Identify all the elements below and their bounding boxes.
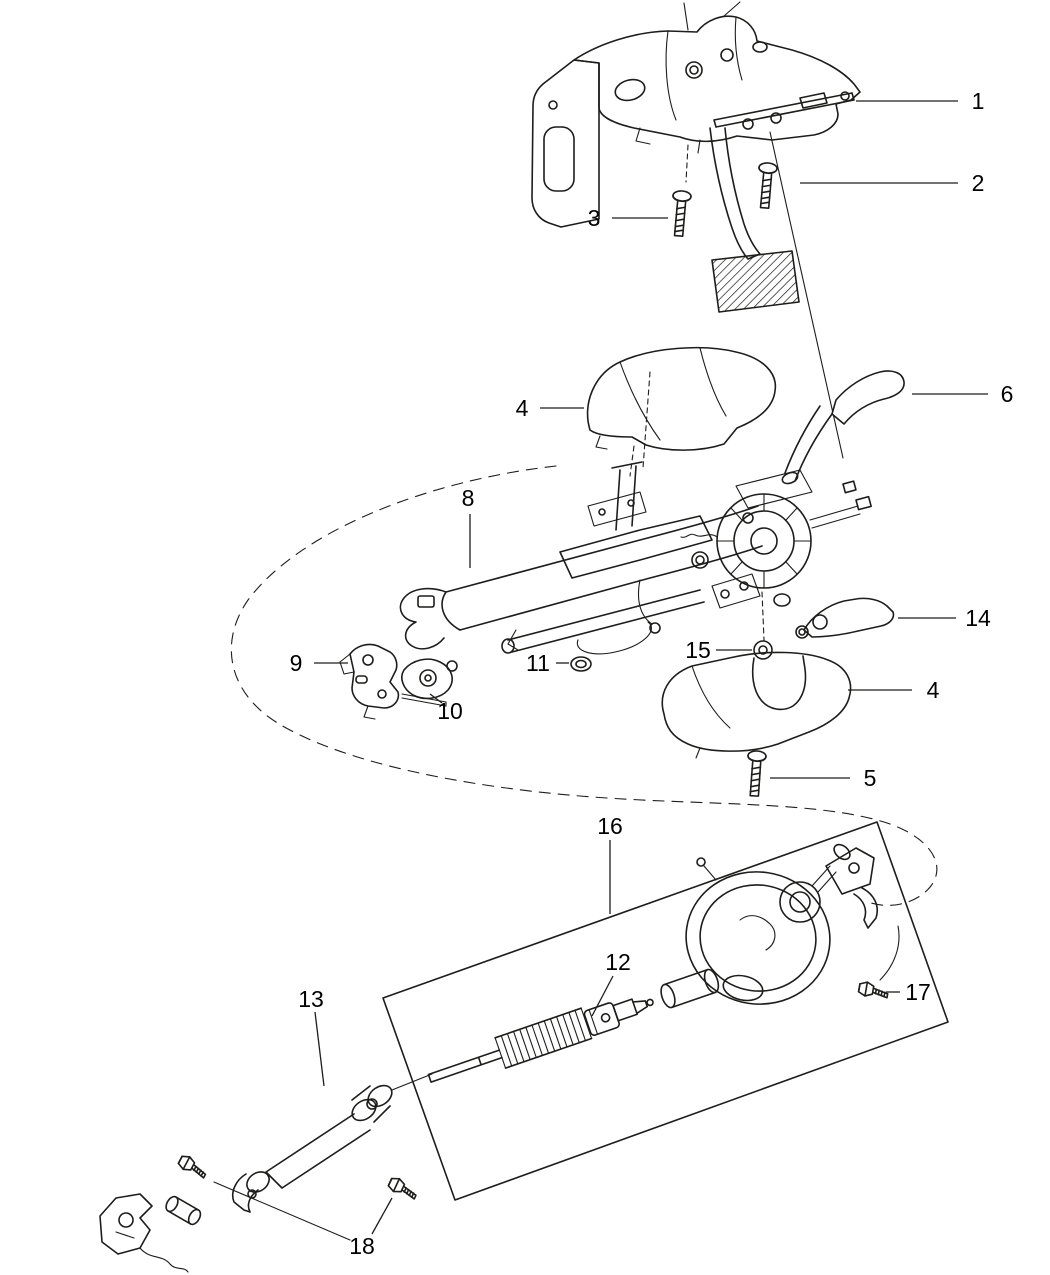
shift-lever bbox=[781, 370, 905, 485]
alignment-line bbox=[769, 131, 844, 459]
bracket-hole bbox=[548, 100, 558, 110]
callout-5-label: 5 bbox=[864, 765, 877, 791]
grommet-part-15 bbox=[753, 640, 773, 660]
screw-part-3 bbox=[669, 189, 693, 238]
callout-1-label: 1 bbox=[972, 88, 985, 114]
callout-4-upper-label: 4 bbox=[516, 395, 529, 421]
callout-13-label: 13 bbox=[298, 986, 324, 1012]
callout-12-label: 12 bbox=[605, 949, 631, 975]
bolt-18-long-leader bbox=[213, 1181, 351, 1241]
callout-13-leader bbox=[314, 1011, 325, 1087]
clamp-yoke bbox=[99, 1193, 189, 1273]
upper-shroud bbox=[586, 346, 777, 451]
callout-9-label: 9 bbox=[290, 650, 303, 676]
callout-10-label: 10 bbox=[437, 698, 463, 724]
callout-15-label: 15 bbox=[685, 637, 711, 663]
bolt-part-18-lower-left bbox=[176, 1152, 210, 1181]
bracket-slot bbox=[543, 126, 575, 192]
brake-pedal bbox=[709, 127, 800, 313]
bracket-part-9 bbox=[339, 643, 400, 720]
callout-12-leader bbox=[591, 975, 614, 1017]
steering-column-assembly bbox=[399, 461, 872, 655]
callout-18-label: 18 bbox=[349, 1233, 375, 1259]
column-opening-cover bbox=[531, 1, 861, 228]
callout-6-label: 6 bbox=[1001, 381, 1014, 407]
dash-seal-assembly bbox=[685, 843, 900, 1005]
callout-18-leader bbox=[371, 1197, 393, 1235]
shroud-alignment-dash-2 bbox=[629, 445, 635, 477]
lower-shroud bbox=[661, 651, 852, 759]
callout-10-leader bbox=[429, 693, 443, 704]
intermediate-shaft-lower bbox=[231, 1073, 433, 1213]
tilt-lever bbox=[795, 597, 895, 639]
intermediate-shaft-upper bbox=[427, 998, 654, 1083]
top-leader-lines bbox=[683, 1, 741, 31]
lower-shaft-group-box bbox=[382, 821, 949, 1201]
screw-part-2 bbox=[755, 161, 779, 210]
screw-part-5 bbox=[745, 749, 768, 798]
callouts: 1 2 3 4 6 8 14 9 10 11 15 4 5 16 12 13 1 bbox=[290, 88, 1014, 1259]
cover-hole bbox=[614, 78, 646, 102]
cover-contour bbox=[665, 16, 743, 121]
callout-11-label: 11 bbox=[526, 650, 550, 676]
column-hook-bracket bbox=[399, 587, 447, 650]
callout-17-label: 17 bbox=[905, 979, 931, 1005]
rod-bracket bbox=[799, 92, 828, 109]
callout-16-label: 16 bbox=[597, 813, 623, 839]
nut-part-11 bbox=[570, 656, 592, 672]
bolt-part-18 bbox=[386, 1174, 421, 1202]
support-rod bbox=[713, 92, 855, 128]
callout-14-label: 14 bbox=[965, 605, 991, 631]
alignment-dash bbox=[685, 144, 689, 183]
lever-part-10 bbox=[401, 658, 458, 707]
bushing bbox=[165, 1195, 202, 1226]
clockspring bbox=[680, 480, 872, 589]
bolt-part-17 bbox=[857, 980, 890, 1001]
callout-2-label: 2 bbox=[972, 170, 985, 196]
pedal-pad bbox=[711, 250, 800, 313]
callout-4-lower-label: 4 bbox=[927, 677, 940, 703]
dashed-routing-loop bbox=[230, 465, 938, 906]
callout-8-label: 8 bbox=[462, 485, 475, 511]
callout-3-label: 3 bbox=[588, 205, 601, 231]
cover-left-bracket bbox=[531, 59, 600, 228]
shroud-alignment-dash-1 bbox=[642, 371, 651, 469]
